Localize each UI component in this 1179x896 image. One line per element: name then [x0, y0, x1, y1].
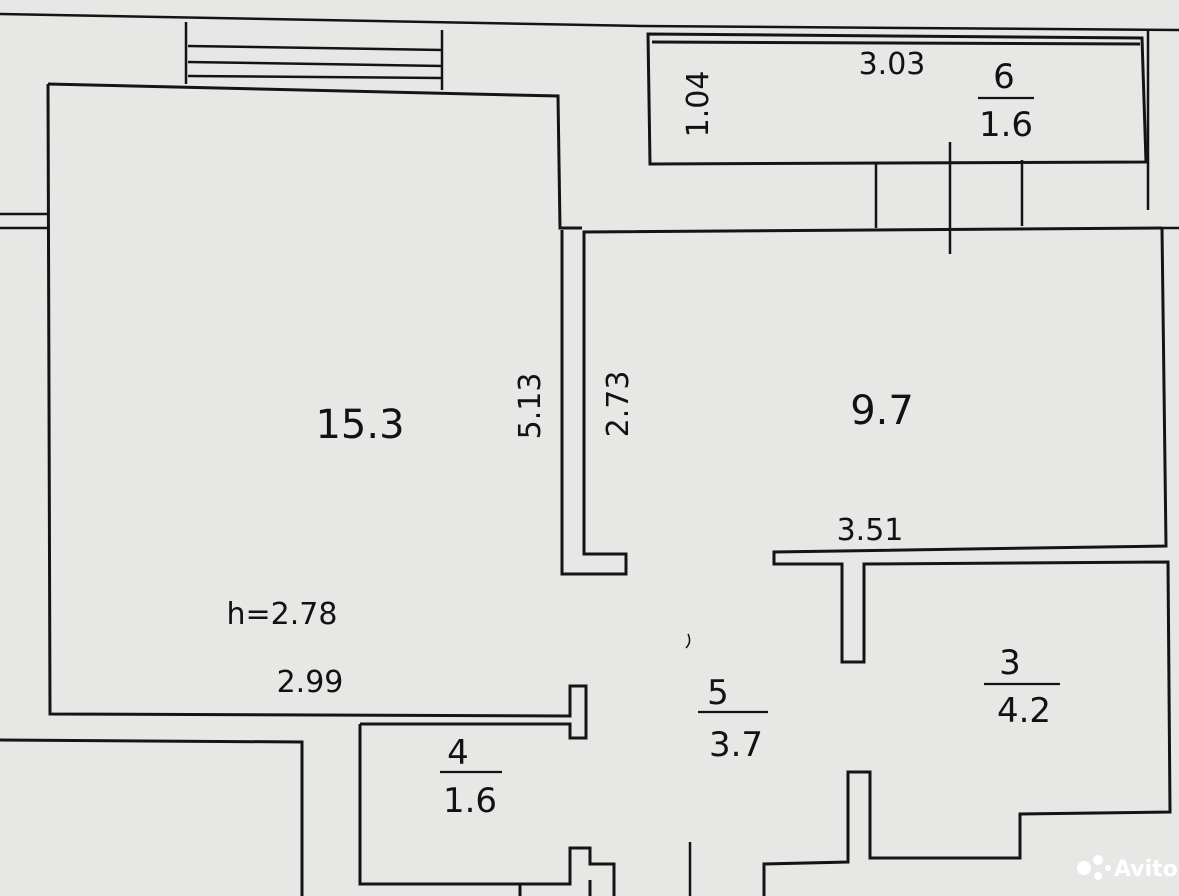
- room-4-area: 1.6: [443, 781, 497, 821]
- room-3-area: 4.2: [997, 691, 1051, 731]
- room-4-walls: [358, 724, 616, 896]
- living-width-dimension: 2.99: [277, 665, 344, 700]
- room-5-number: 5: [707, 673, 729, 713]
- balcony-width-dimension: 1.04: [681, 71, 716, 138]
- room-3-number: 3: [999, 643, 1021, 683]
- kitchen-walls: [762, 227, 1172, 896]
- living-room-walls: [46, 82, 588, 740]
- kitchen-area: 9.7: [850, 388, 914, 434]
- room-5-area: 3.7: [709, 725, 763, 765]
- outer-walls: [0, 12, 1179, 230]
- avito-watermark: Avito: [1077, 855, 1178, 882]
- room-3-label: 3 4.2: [984, 643, 1060, 731]
- window-vent: [184, 22, 444, 90]
- pencil-mark: [685, 633, 691, 649]
- kitchen-length-dimension: 2.73: [601, 371, 636, 438]
- watermark-text: Avito: [1114, 857, 1178, 882]
- room-6-area: 1.6: [979, 105, 1033, 145]
- balcony-door: [874, 142, 1024, 254]
- watermark-logo-icon: [1077, 861, 1091, 875]
- left-outer-wall: [0, 212, 48, 230]
- balcony-walls: [646, 32, 1148, 166]
- ceiling-height-label: h=2.78: [227, 597, 338, 632]
- kitchen-width-dimension: 3.51: [837, 513, 904, 548]
- living-room-area: 15.3: [315, 402, 404, 448]
- living-length-dimension: 5.13: [513, 373, 548, 440]
- room-6-number: 6: [993, 57, 1015, 97]
- balcony-length-dimension: 3.03: [859, 47, 926, 82]
- right-outer-wall: [1146, 30, 1179, 230]
- room-5-label: 5 3.7: [698, 673, 768, 765]
- room-4-label: 4 1.6: [440, 733, 502, 821]
- corridor-partition: [560, 226, 1163, 576]
- top-outer-wall: [0, 12, 1179, 32]
- room-4-number: 4: [447, 733, 469, 773]
- room-6-label: 6 1.6: [978, 57, 1034, 145]
- lower-left-block: [0, 738, 304, 896]
